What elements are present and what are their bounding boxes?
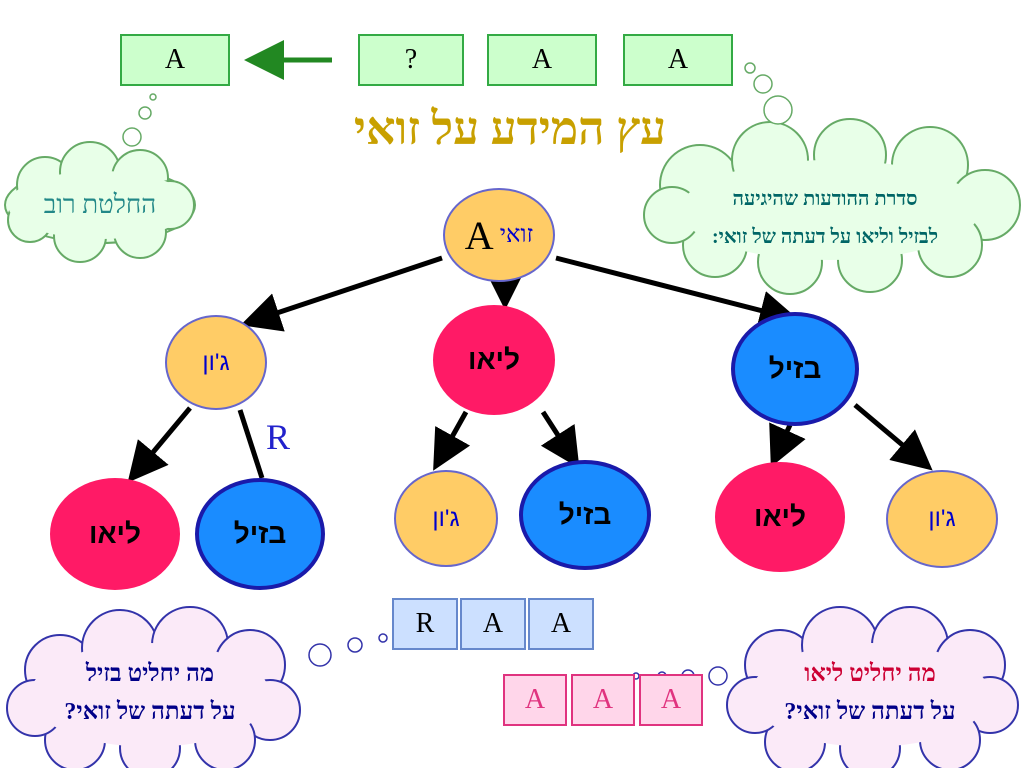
cloud-top-right-text: סדרת ההודעות שהיגיעה לבזיל וליאו על דעתה… (660, 180, 990, 256)
r-label: R (266, 417, 291, 457)
node-leo-under-basil: ליאו (715, 462, 845, 572)
result-box: A (120, 34, 230, 86)
cloud-basil-text: מה יחליט בזיל על דעתה של זואי? (25, 655, 275, 731)
node-root-value: A (464, 212, 494, 258)
cloud-majority-text: החלטת רוב (43, 190, 157, 219)
leo-seq-box-3: A (639, 674, 703, 726)
cloud-top-right-line2: לבזיל וליאו על דעתה של זואי: (711, 226, 939, 248)
node-root-zoey: זואי A (443, 188, 555, 282)
leo-seq-box-2: A (571, 674, 635, 726)
cloud-majority (4, 141, 196, 263)
bubble-trail-left (122, 93, 157, 147)
cloud-basil (6, 606, 301, 768)
cloud-leo (726, 606, 1019, 768)
bubble-trail-basil (308, 633, 388, 667)
answer-box-2: A (623, 34, 733, 86)
node-basil: בזיל (731, 312, 859, 426)
node-john: ג'ון (165, 315, 267, 410)
node-john-under-leo: ג'ון (394, 470, 498, 567)
cloud-top-right-line1: סדרת ההודעות שהיגיעה (732, 188, 918, 210)
cloud-basil-line2: על דעתה של זואי? (64, 699, 236, 725)
node-basil-under-leo: בזיל (519, 460, 651, 570)
node-leo-under-john: ליאו (50, 478, 180, 590)
basil-seq-box-1: R (392, 598, 458, 650)
node-john-under-basil: ג'ון (886, 470, 998, 568)
cloud-leo-line1: מה יחליט ליאו (804, 661, 936, 687)
cloud-top-right (643, 118, 1021, 295)
cloud-basil-line1: מה יחליט בזיל (85, 661, 215, 687)
basil-seq-box-3: A (528, 598, 594, 650)
bubble-trail-right (744, 62, 793, 125)
question-box: ? (358, 34, 464, 86)
node-root-name: זואי (499, 221, 534, 248)
leo-seq-box-1: A (503, 674, 567, 726)
page-title: עץ המידע על זואי (353, 103, 667, 154)
node-leo: ליאו (433, 305, 555, 415)
answer-box-1: A (487, 34, 597, 86)
node-basil-under-john: בזיל (195, 478, 325, 590)
tree-edges (127, 255, 933, 483)
cloud-leo-text: מה יחליט ליאו על דעתה של זואי? (745, 655, 995, 731)
cloud-leo-line2: על דעתה של זואי? (784, 699, 956, 725)
basil-seq-box-2: A (460, 598, 526, 650)
